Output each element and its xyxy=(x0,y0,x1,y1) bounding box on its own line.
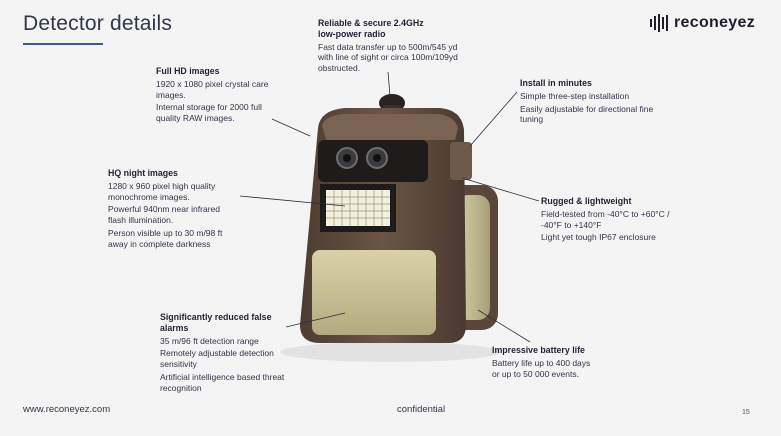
page-title: Detector details xyxy=(23,12,173,35)
callout-false-alarms-p1: 35 m/96 ft detection range xyxy=(160,335,259,346)
mount-bracket xyxy=(450,142,472,180)
callout-full-hd: Full HD images 1920 x 1080 pixel crystal… xyxy=(156,66,274,126)
device-shadow xyxy=(280,342,500,362)
callout-night: HQ night images 1280 x 960 pixel high qu… xyxy=(108,168,248,252)
callout-battery: Impressive battery life Battery life up … xyxy=(492,345,637,381)
callout-install-title: Install in minutes xyxy=(520,78,592,88)
callout-rugged-p1: Field-tested from -40°C to +60°C /-40°F … xyxy=(541,208,670,230)
callout-rugged: Rugged & lightweight Field-tested from -… xyxy=(541,196,691,245)
logo-bars-icon xyxy=(650,14,669,32)
page-number: 15 xyxy=(742,409,750,416)
ir-flash-grid xyxy=(320,184,396,232)
logo-text: reconeyez xyxy=(674,14,755,31)
title-underline xyxy=(23,43,103,45)
device-top-face xyxy=(322,114,458,140)
callout-install-p1: Simple three-step installation xyxy=(520,90,630,101)
callout-install: Install in minutes Simple three-step ins… xyxy=(520,78,675,127)
callout-battery-title: Impressive battery life xyxy=(492,345,585,355)
pir-sensor-panel xyxy=(312,250,436,335)
callout-night-title: HQ night images xyxy=(108,168,178,178)
callout-full-hd-title: Full HD images xyxy=(156,66,220,76)
callout-leader-lines xyxy=(239,71,540,343)
brand-logo: reconeyez xyxy=(650,14,755,32)
footer-confidential: confidential xyxy=(397,404,446,415)
callout-rugged-p2: Light yet tough IP67 enclosure xyxy=(541,232,656,243)
footer-url[interactable]: www.reconeyez.com xyxy=(23,404,111,415)
callout-rugged-title: Rugged & lightweight xyxy=(541,196,632,206)
